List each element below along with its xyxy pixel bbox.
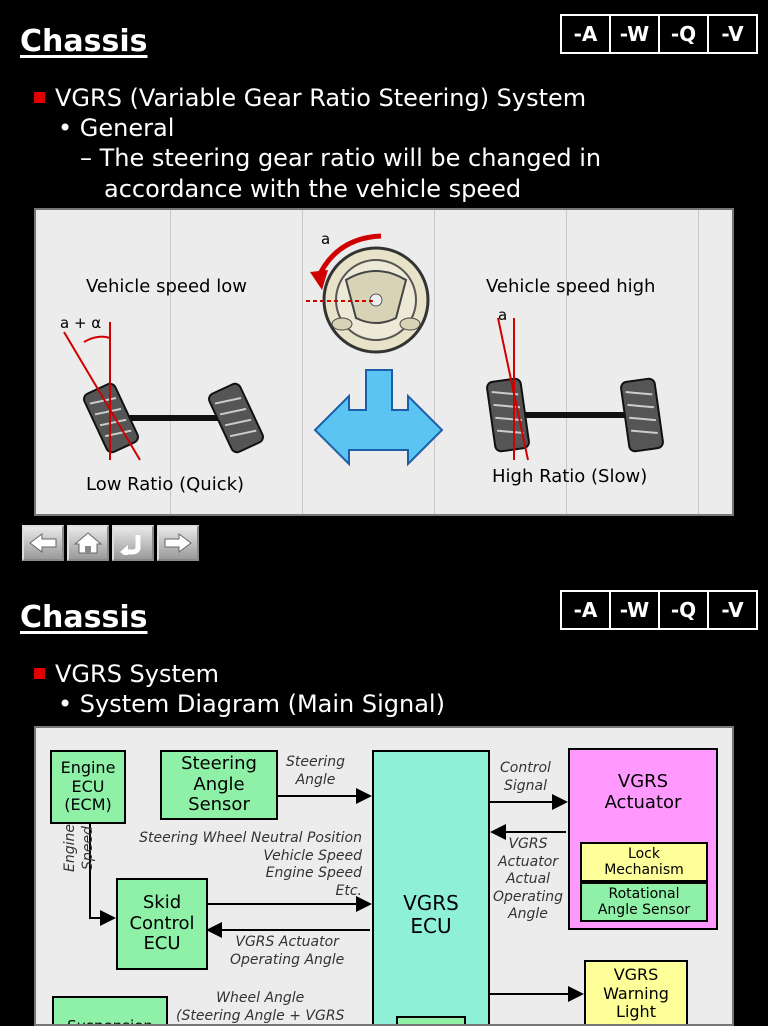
home-button[interactable] <box>67 525 109 561</box>
box-label: Angle <box>193 773 245 795</box>
forward-button[interactable] <box>157 525 199 561</box>
tag-w[interactable]: -W <box>611 16 658 52</box>
bullet-square-icon <box>34 668 45 679</box>
bullet-vgrs-system: VGRS System <box>34 660 219 688</box>
box-label: Control <box>129 912 195 934</box>
home-icon <box>73 532 103 554</box>
box-label: Angle Sensor <box>597 902 691 918</box>
box-label: Actuator <box>604 791 682 813</box>
diagram-graphics <box>63 233 664 467</box>
tag-v[interactable]: -V <box>709 592 756 628</box>
bullet-text: VGRS (Variable Gear Ratio Steering) Syst… <box>55 84 587 112</box>
label-low-ratio: Low Ratio (Quick) <box>86 474 245 495</box>
signal-arrows <box>89 788 584 1002</box>
rotational-angle-sensor-box[interactable]: Rotational Angle Sensor <box>580 882 708 922</box>
box-label: ECU <box>143 933 181 955</box>
box-label: ECU <box>71 776 105 796</box>
box-label: Rotational <box>608 885 680 902</box>
bullet-text: VGRS System <box>55 660 220 688</box>
box-label: Sensor <box>188 794 250 816</box>
box-label: Mechanism <box>604 862 684 878</box>
slide-1: Chassis -A -W -Q -V VGRS (Variable Gear … <box>20 14 758 561</box>
box-label: Steering <box>181 752 257 774</box>
label-speed-low: Vehicle speed low <box>86 276 247 297</box>
dash-line-2: accordance with the vehicle speed <box>104 175 522 203</box>
box-label: (ECM) <box>64 795 112 815</box>
box-label: Light <box>616 1002 656 1022</box>
box-label: VGRS <box>617 771 669 792</box>
rotation-arrow-icon <box>315 233 382 280</box>
back-icon <box>29 533 57 553</box>
tag-q[interactable]: -Q <box>660 16 707 52</box>
box-label: Warning <box>603 983 669 1003</box>
return-button[interactable] <box>112 525 154 561</box>
slide-2: Chassis -A -W -Q -V VGRS System • System… <box>0 580 768 1026</box>
tag-v[interactable]: -V <box>709 16 756 52</box>
page-title: Chassis <box>20 24 148 59</box>
page-title-2: Chassis <box>20 600 148 635</box>
steering-wheel-icon <box>322 246 430 354</box>
system-diagram: Engine ECU (ECM) Steering Angle Sensor V… <box>34 726 734 1026</box>
box-label: Engine <box>60 758 116 778</box>
label-speed-high: Vehicle speed high <box>486 276 656 297</box>
tag-a[interactable]: -A <box>562 16 609 52</box>
suspension-box[interactable]: Suspension <box>52 996 168 1026</box>
skid-control-ecu-box[interactable]: Skid Control ECU <box>116 878 208 970</box>
vgrs-ecu-box[interactable]: VGRS ECU <box>372 750 490 1024</box>
lock-mechanism-box[interactable]: Lock Mechanism <box>580 842 708 882</box>
label-angle-a: a <box>321 230 331 248</box>
label-angle-a-right: a <box>498 306 508 324</box>
steering-ratio-diagram: Vehicle speed low Vehicle speed high a a… <box>34 208 734 516</box>
label-angle-a-alpha: a + α <box>60 314 102 332</box>
back-button[interactable] <box>22 525 64 561</box>
box-label: VGRS <box>613 965 659 985</box>
box-label: ECU <box>410 914 452 938</box>
box-label: VGRS <box>403 891 459 915</box>
label-high-ratio: High Ratio (Slow) <box>492 466 648 487</box>
sub-bullet-diagram: • System Diagram (Main Signal) <box>58 690 445 718</box>
note-wheel-angle: Wheel Angle(Steering Angle + VGRS <box>176 990 345 1024</box>
wheel-left-rear-icon <box>208 382 264 454</box>
dash-line-1: – The steering gear ratio will be change… <box>80 144 602 172</box>
wheel-right-front-icon <box>486 377 530 453</box>
return-icon <box>120 535 141 555</box>
ecu-inner-box <box>396 1016 466 1024</box>
bullet-vgrs: VGRS (Variable Gear Ratio Steering) Syst… <box>34 84 586 112</box>
box-label: Skid <box>142 891 182 913</box>
engine-ecu-box[interactable]: Engine ECU (ECM) <box>50 750 126 824</box>
vgrs-warning-light-box[interactable]: VGRS Warning Light <box>584 960 688 1024</box>
model-tags-2: -A -W -Q -V <box>560 590 758 630</box>
box-label: Suspension <box>67 1017 153 1026</box>
tag-q[interactable]: -Q <box>660 592 707 628</box>
ratio-arrow-icon <box>313 369 444 467</box>
bullet-square-icon <box>34 92 45 103</box>
model-tags: -A -W -Q -V <box>560 14 758 54</box>
sub-bullet-general: • General <box>58 114 175 142</box>
tag-a[interactable]: -A <box>562 592 609 628</box>
box-label: Lock <box>628 845 660 862</box>
tag-w[interactable]: -W <box>611 592 658 628</box>
steering-angle-sensor-box[interactable]: Steering Angle Sensor <box>160 750 278 820</box>
forward-icon <box>164 533 192 553</box>
wheel-right-rear-icon <box>620 377 664 453</box>
